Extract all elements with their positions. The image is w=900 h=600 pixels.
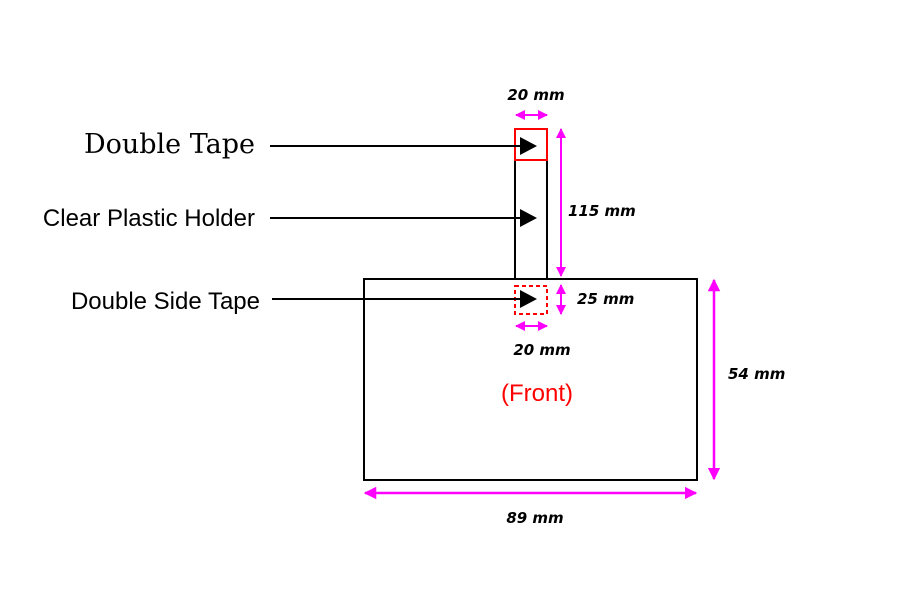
holder-strip	[514, 128, 548, 280]
leader-clear-plastic-holder	[270, 209, 537, 227]
dim-label-card-width: 89 mm	[506, 509, 563, 527]
dim-label-tape-height: 25 mm	[577, 290, 634, 308]
dim-label-tape-width-bottom: 20 mm	[513, 341, 570, 359]
double-tape-box	[514, 128, 548, 161]
label-clear-plastic-holder: Clear Plastic Holder	[43, 205, 255, 232]
leader-double-tape	[270, 137, 537, 155]
label-double-tape: Double Tape	[84, 129, 255, 160]
dim-label-holder-width-top: 20 mm	[507, 86, 564, 104]
dim-label-holder-length: 115 mm	[568, 202, 636, 220]
leader-double-side-tape	[272, 290, 537, 308]
label-double-side-tape: Double Side Tape	[71, 288, 260, 315]
front-label: (Front)	[501, 380, 573, 407]
dim-label-card-height: 54 mm	[728, 365, 785, 383]
